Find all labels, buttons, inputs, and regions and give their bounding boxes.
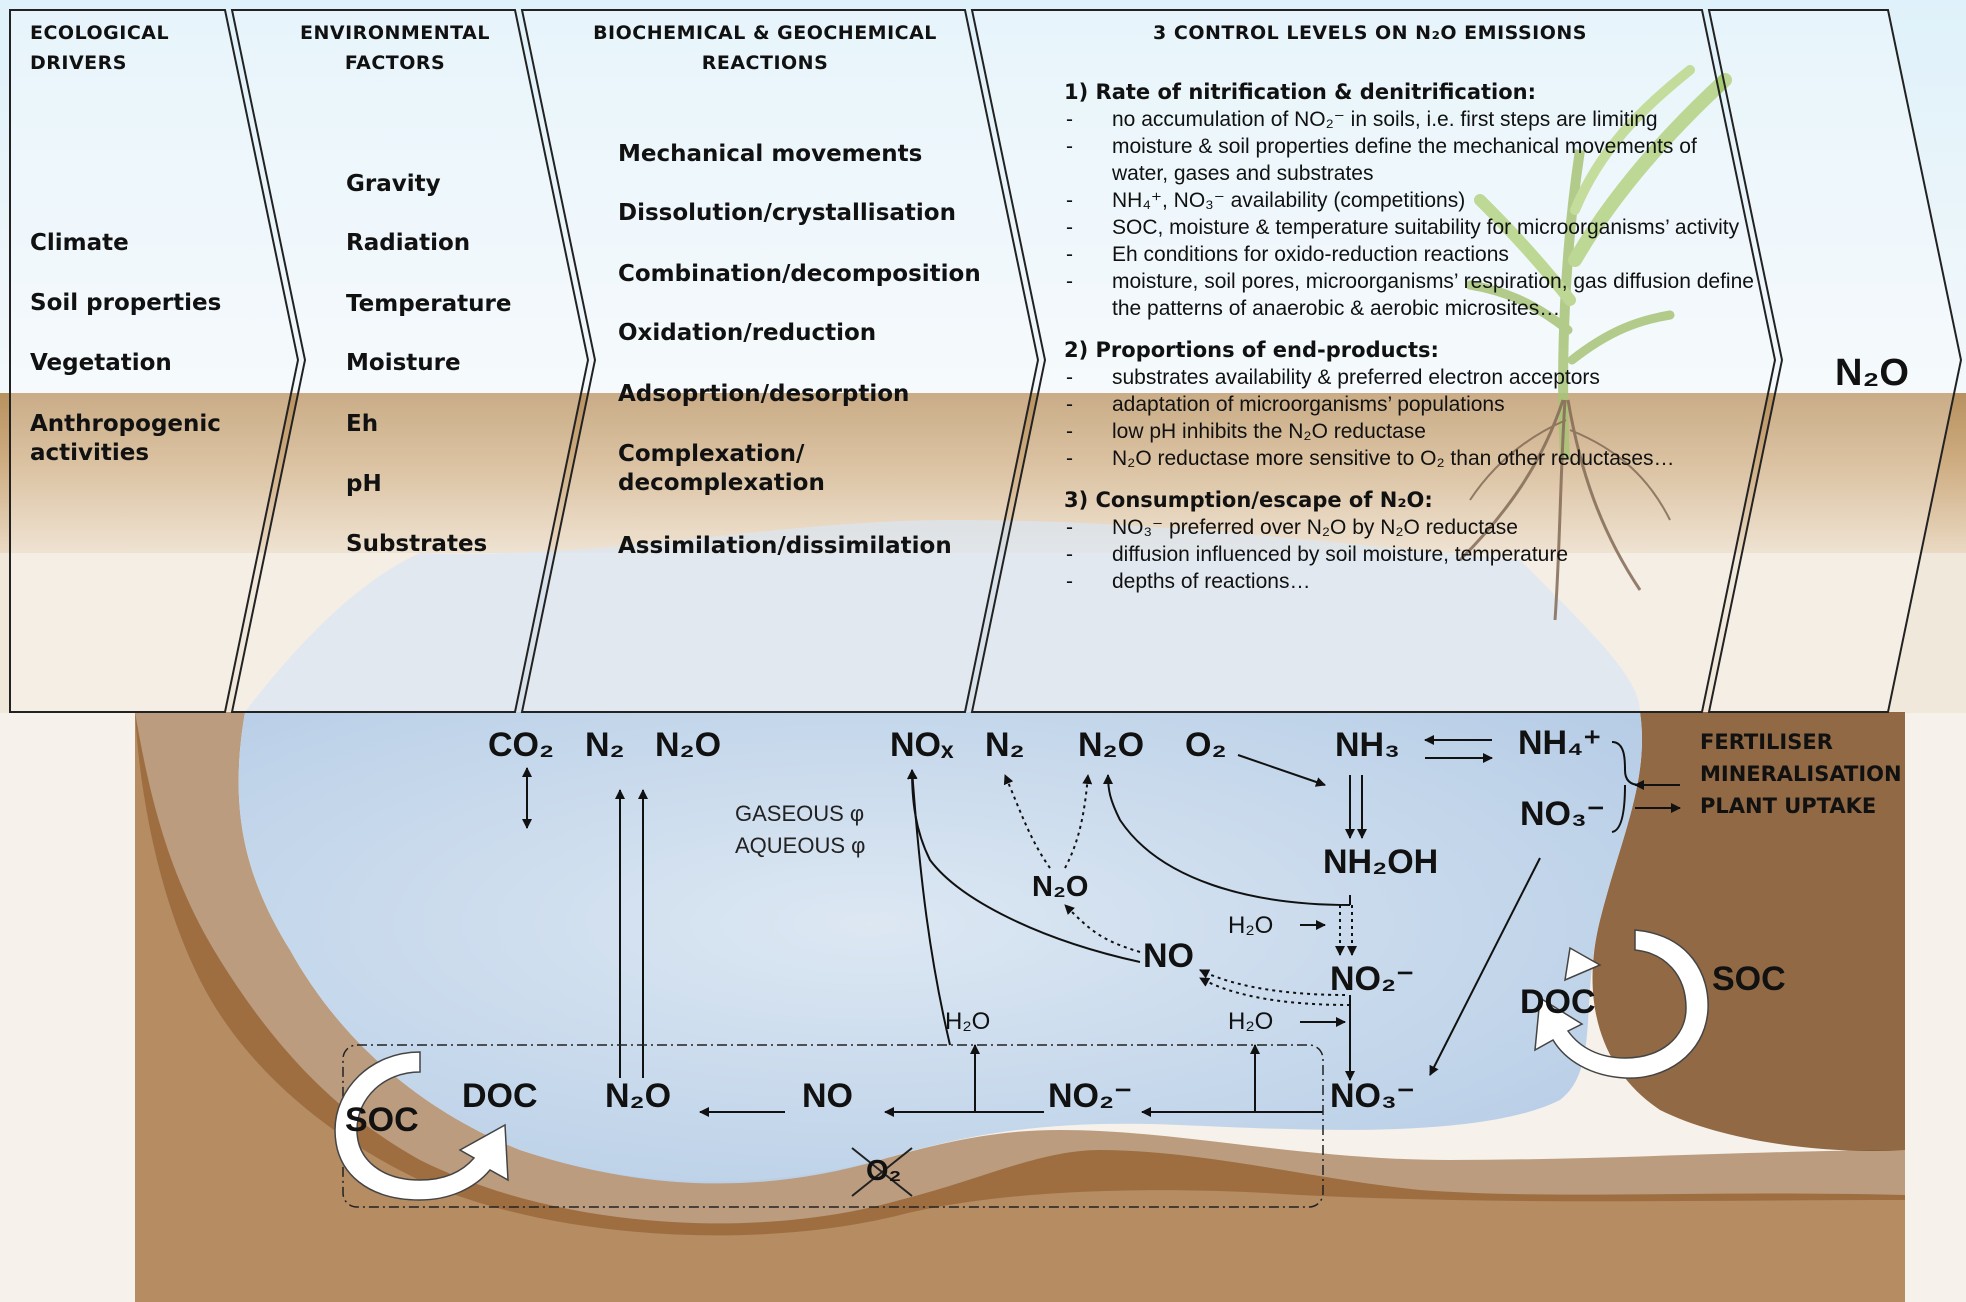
- control-section-2: 2) Proportions of end-products: substrat…: [1064, 336, 1754, 472]
- reaction-assimilation: Assimilation/dissimilation: [618, 532, 952, 561]
- control-section-title: 2) Proportions of end-products:: [1064, 336, 1754, 364]
- species-no3-bottom: NO₃⁻: [1330, 1077, 1415, 1115]
- species-n2o-bottom: N₂O: [605, 1077, 671, 1115]
- header-control-levels: 3 CONTROL LEVELS ON N₂O EMISSIONS: [1070, 18, 1670, 48]
- control-item: depths of reactions…: [1064, 568, 1754, 595]
- panel-reactions: [522, 10, 1038, 712]
- aqueous-phase-label: AQUEOUS φ: [735, 830, 865, 862]
- control-item: no accumulation of NO₂⁻ in soils, i.e. f…: [1064, 106, 1754, 133]
- reaction-dissolution: Dissolution/crystallisation: [618, 199, 956, 228]
- control-section-3: 3) Consumption/escape of N₂O: NO₃⁻ prefe…: [1064, 486, 1754, 595]
- reaction-complexation: Complexation/ decomplexation: [618, 440, 848, 498]
- species-no-bottom: NO: [802, 1077, 853, 1115]
- source-mineralisation: MINERALISATION: [1700, 758, 1902, 790]
- control-item: SOC, moisture & temperature suitability …: [1064, 214, 1754, 241]
- species-no2-bottom: NO₂⁻: [1048, 1077, 1132, 1115]
- reaction-adsorption: Adsoprtion/desorption: [618, 380, 909, 409]
- species-no3-top: NO₃⁻: [1520, 795, 1605, 833]
- species-nh3: NH₃: [1335, 726, 1400, 764]
- driver-soil-properties: Soil properties: [30, 289, 221, 318]
- header-reactions: BIOCHEMICAL & GEOCHEMICAL REACTIONS: [560, 18, 970, 78]
- species-o2-crossed: O₂: [866, 1152, 901, 1190]
- final-n2o-label: N₂O: [1835, 352, 1909, 395]
- header-line: ECOLOGICAL: [30, 18, 169, 48]
- driver-vegetation: Vegetation: [30, 349, 172, 378]
- header-environmental-factors: ENVIRONMENTAL FACTORS: [290, 18, 500, 78]
- header-line: FACTORS: [290, 48, 500, 78]
- reaction-combination: Combination/decomposition: [618, 260, 981, 289]
- reaction-mechanical: Mechanical movements: [618, 140, 922, 169]
- header-line: ENVIRONMENTAL: [290, 18, 500, 48]
- control-item: NH₄⁺, NO₃⁻ availability (competitions): [1064, 187, 1754, 214]
- species-n2-gas-right: N₂: [985, 726, 1025, 764]
- control-item: diffusion influenced by soil moisture, t…: [1064, 541, 1754, 568]
- factor-eh: Eh: [346, 410, 378, 439]
- species-nh4: NH₄⁺: [1518, 724, 1601, 762]
- factor-substrates: Substrates: [346, 530, 487, 559]
- control-item: Eh conditions for oxido-reduction reacti…: [1064, 241, 1754, 268]
- species-doc-right: DOC: [1520, 983, 1596, 1021]
- species-h2o-nh2oh: H₂O: [1228, 912, 1273, 940]
- source-fertiliser: FERTILISER: [1700, 726, 1833, 758]
- species-n2-gas-left: N₂: [585, 726, 625, 764]
- control-section-title: 3) Consumption/escape of N₂O:: [1064, 486, 1754, 514]
- factor-temperature: Temperature: [346, 290, 511, 319]
- factor-gravity: Gravity: [346, 170, 441, 199]
- species-nox: NOₓ: [890, 726, 953, 764]
- control-item: adaptation of microorganisms’ population…: [1064, 391, 1754, 418]
- species-o2: O₂: [1185, 726, 1227, 764]
- header-ecological-drivers: ECOLOGICAL DRIVERS: [30, 18, 169, 78]
- factor-ph: pH: [346, 470, 382, 499]
- factor-moisture: Moisture: [346, 349, 461, 378]
- header-line: DRIVERS: [30, 48, 169, 78]
- species-soc-right: SOC: [1712, 960, 1786, 998]
- species-h2o-bottom: H₂O: [945, 1008, 990, 1036]
- species-doc-left: DOC: [462, 1077, 538, 1115]
- source-plant-uptake: PLANT UPTAKE: [1700, 790, 1876, 822]
- species-h2o-no2: H₂O: [1228, 1008, 1273, 1036]
- driver-anthropogenic: Anthropogenic activities: [30, 410, 230, 468]
- species-nh2oh: NH₂OH: [1323, 843, 1438, 881]
- species-co2: CO₂: [488, 726, 554, 764]
- species-n2o-gas-right: N₂O: [1078, 726, 1144, 764]
- header-line: BIOCHEMICAL & GEOCHEMICAL: [560, 18, 970, 48]
- reaction-oxidation: Oxidation/reduction: [618, 319, 876, 348]
- species-n2o-mid: N₂O: [1032, 868, 1088, 906]
- header-line: REACTIONS: [560, 48, 970, 78]
- gaseous-phase-label: GASEOUS φ: [735, 798, 864, 830]
- species-n2o-gas-left: N₂O: [655, 726, 721, 764]
- control-item: moisture, soil pores, microorganisms’ re…: [1064, 268, 1754, 322]
- control-levels-list: 1) Rate of nitrification & denitrificati…: [1064, 78, 1754, 609]
- species-soc-left: SOC: [345, 1101, 419, 1139]
- control-section-1: 1) Rate of nitrification & denitrificati…: [1064, 78, 1754, 322]
- factor-radiation: Radiation: [346, 229, 470, 258]
- control-item: moisture & soil properties define the me…: [1064, 133, 1754, 187]
- control-item: NO₃⁻ preferred over N₂O by N₂O reductase: [1064, 514, 1754, 541]
- species-no2-mid: NO₂⁻: [1330, 960, 1414, 998]
- control-item: N₂O reductase more sensitive to O₂ than …: [1064, 445, 1754, 472]
- control-section-title: 1) Rate of nitrification & denitrificati…: [1064, 78, 1754, 106]
- control-item: substrates availability & preferred elec…: [1064, 364, 1754, 391]
- driver-climate: Climate: [30, 229, 129, 258]
- species-no-mid: NO: [1143, 937, 1194, 975]
- control-item: low pH inhibits the N₂O reductase: [1064, 418, 1754, 445]
